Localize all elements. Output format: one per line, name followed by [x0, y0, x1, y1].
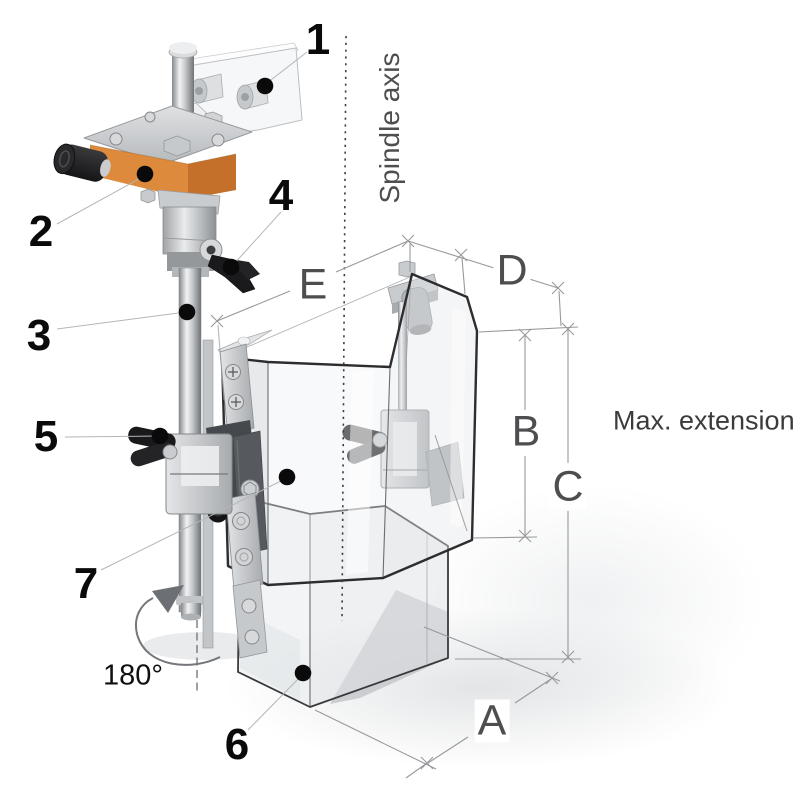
- callout-4: 4: [268, 171, 294, 220]
- rotation-angle-label: 180°: [103, 659, 163, 692]
- dimension-label-d: D: [493, 249, 531, 293]
- spindle-axis-label: Spindle axis: [374, 52, 405, 204]
- callout-2: 2: [28, 207, 54, 256]
- spindle-axis-line: [341, 35, 347, 622]
- dimension-label-c: C: [549, 465, 587, 509]
- side-knob: [53, 143, 111, 182]
- guide-body: [157, 189, 223, 277]
- arrowhead-icon: [152, 585, 184, 613]
- callout-3: 3: [26, 311, 52, 360]
- callout-1: 1: [305, 15, 331, 64]
- dimension-label-e: E: [295, 263, 331, 307]
- callout-6: 6: [224, 720, 250, 769]
- dimension-lines: [210, 234, 581, 779]
- callout-5: 5: [33, 412, 59, 461]
- callout-leaders: [56, 51, 312, 731]
- rod-clamp: [128, 426, 233, 515]
- rotation-annotation: [135, 585, 221, 693]
- callout-7: 7: [73, 559, 99, 608]
- max-extension-label: Max. extension: [613, 405, 795, 436]
- dimension-label-a: A: [474, 699, 510, 743]
- dimension-label-b: B: [508, 410, 544, 454]
